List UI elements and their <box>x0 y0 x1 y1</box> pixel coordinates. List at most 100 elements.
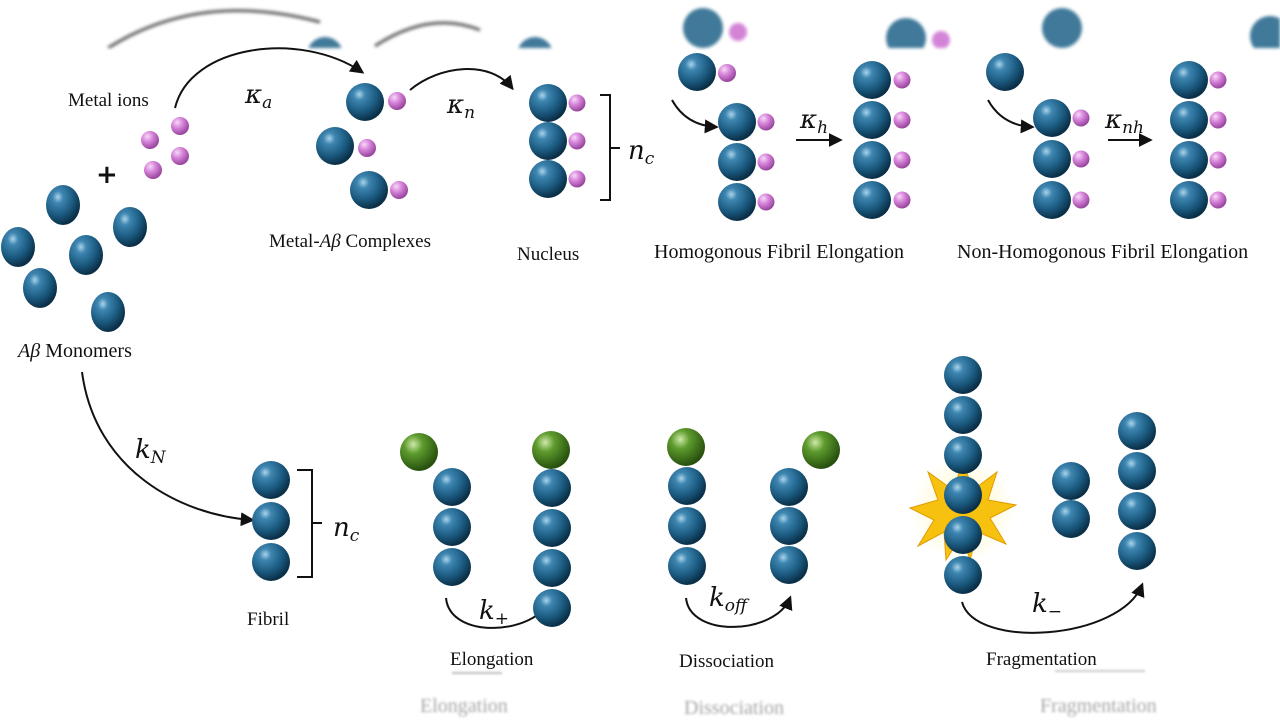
metal-ion <box>1072 109 1090 127</box>
amyloid-monomer <box>529 160 567 198</box>
amyloid-monomer <box>678 53 716 91</box>
amyloid-monomer <box>770 468 808 506</box>
amyloid-monomer <box>1033 99 1071 137</box>
label-dissociation: Dissociation <box>679 651 774 672</box>
amyloid-monomer <box>1118 452 1156 490</box>
amyloid-monomer <box>986 53 1024 91</box>
amyloid-monomer <box>1 227 35 267</box>
label-metal-ions: Metal ions <box>68 90 149 111</box>
amyloid-monomer <box>91 292 125 332</box>
green-monomer <box>667 428 705 466</box>
rate-k-off: koff <box>709 583 748 616</box>
amyloid-monomer <box>770 507 808 545</box>
metal-ion <box>568 170 586 188</box>
rate-n-c-fibril: nc <box>333 513 360 546</box>
amyloid-monomer <box>46 185 80 225</box>
metal-ion <box>1209 151 1227 169</box>
metal-ion <box>893 71 911 89</box>
amyloid-monomer <box>944 356 982 394</box>
arrow-homogonous-feed <box>671 99 719 134</box>
amyloid-monomer <box>770 546 808 584</box>
green-monomer <box>400 433 438 471</box>
plus-sign: + <box>96 160 118 190</box>
amyloid-monomer <box>533 589 571 627</box>
metal-ion <box>171 117 189 135</box>
amyloid-monomer <box>944 556 982 594</box>
arrow-association <box>174 47 365 109</box>
metal-ion <box>388 92 406 110</box>
brackets <box>297 94 620 578</box>
amyloid-monomer <box>1170 141 1208 179</box>
metal-ion <box>390 181 408 199</box>
metal-ion <box>893 191 911 209</box>
amyloid-monomer <box>433 468 471 506</box>
arrow-fragmentation <box>961 582 1145 634</box>
amyloid-monomer <box>668 547 706 585</box>
smudge-fragmentation <box>1055 670 1145 672</box>
green-monomer <box>802 431 840 469</box>
particles <box>1 53 1227 627</box>
smudge-elongation <box>452 672 502 674</box>
metal-ion <box>893 111 911 129</box>
amyloid-monomer <box>944 516 982 554</box>
ghost-label-dissociation: Dissociation <box>684 697 784 719</box>
rate-k-plus: k+ <box>479 596 510 629</box>
amyloid-monomer <box>1052 462 1090 500</box>
amyloid-monomer <box>1033 140 1071 178</box>
amyloid-monomer <box>533 509 571 547</box>
bracket-fibril <box>297 469 322 578</box>
rate-k-N: kN <box>135 435 166 468</box>
amyloid-monomer <box>668 507 706 545</box>
amyloid-monomer <box>23 268 57 308</box>
metal-ion <box>893 151 911 169</box>
metal-ion <box>757 113 775 131</box>
rate-kappa-nh: κnh <box>1105 105 1144 138</box>
amyloid-monomer <box>316 127 354 165</box>
arrow-dissociation <box>685 595 793 628</box>
amyloid-monomer <box>69 235 103 275</box>
label-fragmentation: Fragmentation <box>986 649 1097 670</box>
amyloid-monomer <box>252 502 290 540</box>
rate-n-c-nucleus: nc <box>628 136 655 169</box>
amyloid-monomer <box>718 103 756 141</box>
amyloid-monomer <box>853 101 891 139</box>
label-non-homogonous: Non-Homogonous Fibril Elongation <box>957 241 1249 263</box>
ghost-label-fragmentation: Fragmentation <box>1040 695 1157 717</box>
metal-ion <box>1209 71 1227 89</box>
amyloid-monomer <box>433 548 471 586</box>
metal-ion <box>757 193 775 211</box>
amyloid-monomer <box>853 181 891 219</box>
amyloid-monomer <box>529 84 567 122</box>
amyloid-monomer <box>252 543 290 581</box>
amyloid-monomer <box>944 396 982 434</box>
amyloid-monomer <box>529 122 567 160</box>
amyloid-monomer <box>113 207 147 247</box>
metal-ion <box>718 64 736 82</box>
amyloid-monomer <box>1118 412 1156 450</box>
amyloid-monomer <box>533 469 571 507</box>
rate-kappa-h: κh <box>800 105 829 138</box>
rate-k-minus: k− <box>1032 589 1063 622</box>
bracket-nucleus <box>600 94 620 201</box>
metal-ion <box>171 147 189 165</box>
amyloid-monomer <box>533 549 571 587</box>
metal-ion <box>1209 191 1227 209</box>
amyloid-monomer <box>944 436 982 474</box>
label-elongation: Elongation <box>450 649 534 670</box>
amyloid-monomer <box>1170 61 1208 99</box>
amyloid-monomer <box>1118 492 1156 530</box>
amyloid-monomer <box>346 83 384 121</box>
metal-ion <box>568 132 586 150</box>
ghost-label-elongation: Elongation <box>420 695 508 717</box>
amyloid-monomer <box>1033 181 1071 219</box>
amyloid-monomer <box>350 171 388 209</box>
metal-ion <box>568 94 586 112</box>
metal-ion <box>144 161 162 179</box>
amyloid-monomer <box>252 461 290 499</box>
amyloid-monomer <box>433 508 471 546</box>
amyloid-monomer <box>853 141 891 179</box>
metal-ion <box>141 131 159 149</box>
label-nucleus: Nucleus <box>517 244 580 265</box>
amyloid-monomer <box>853 61 891 99</box>
